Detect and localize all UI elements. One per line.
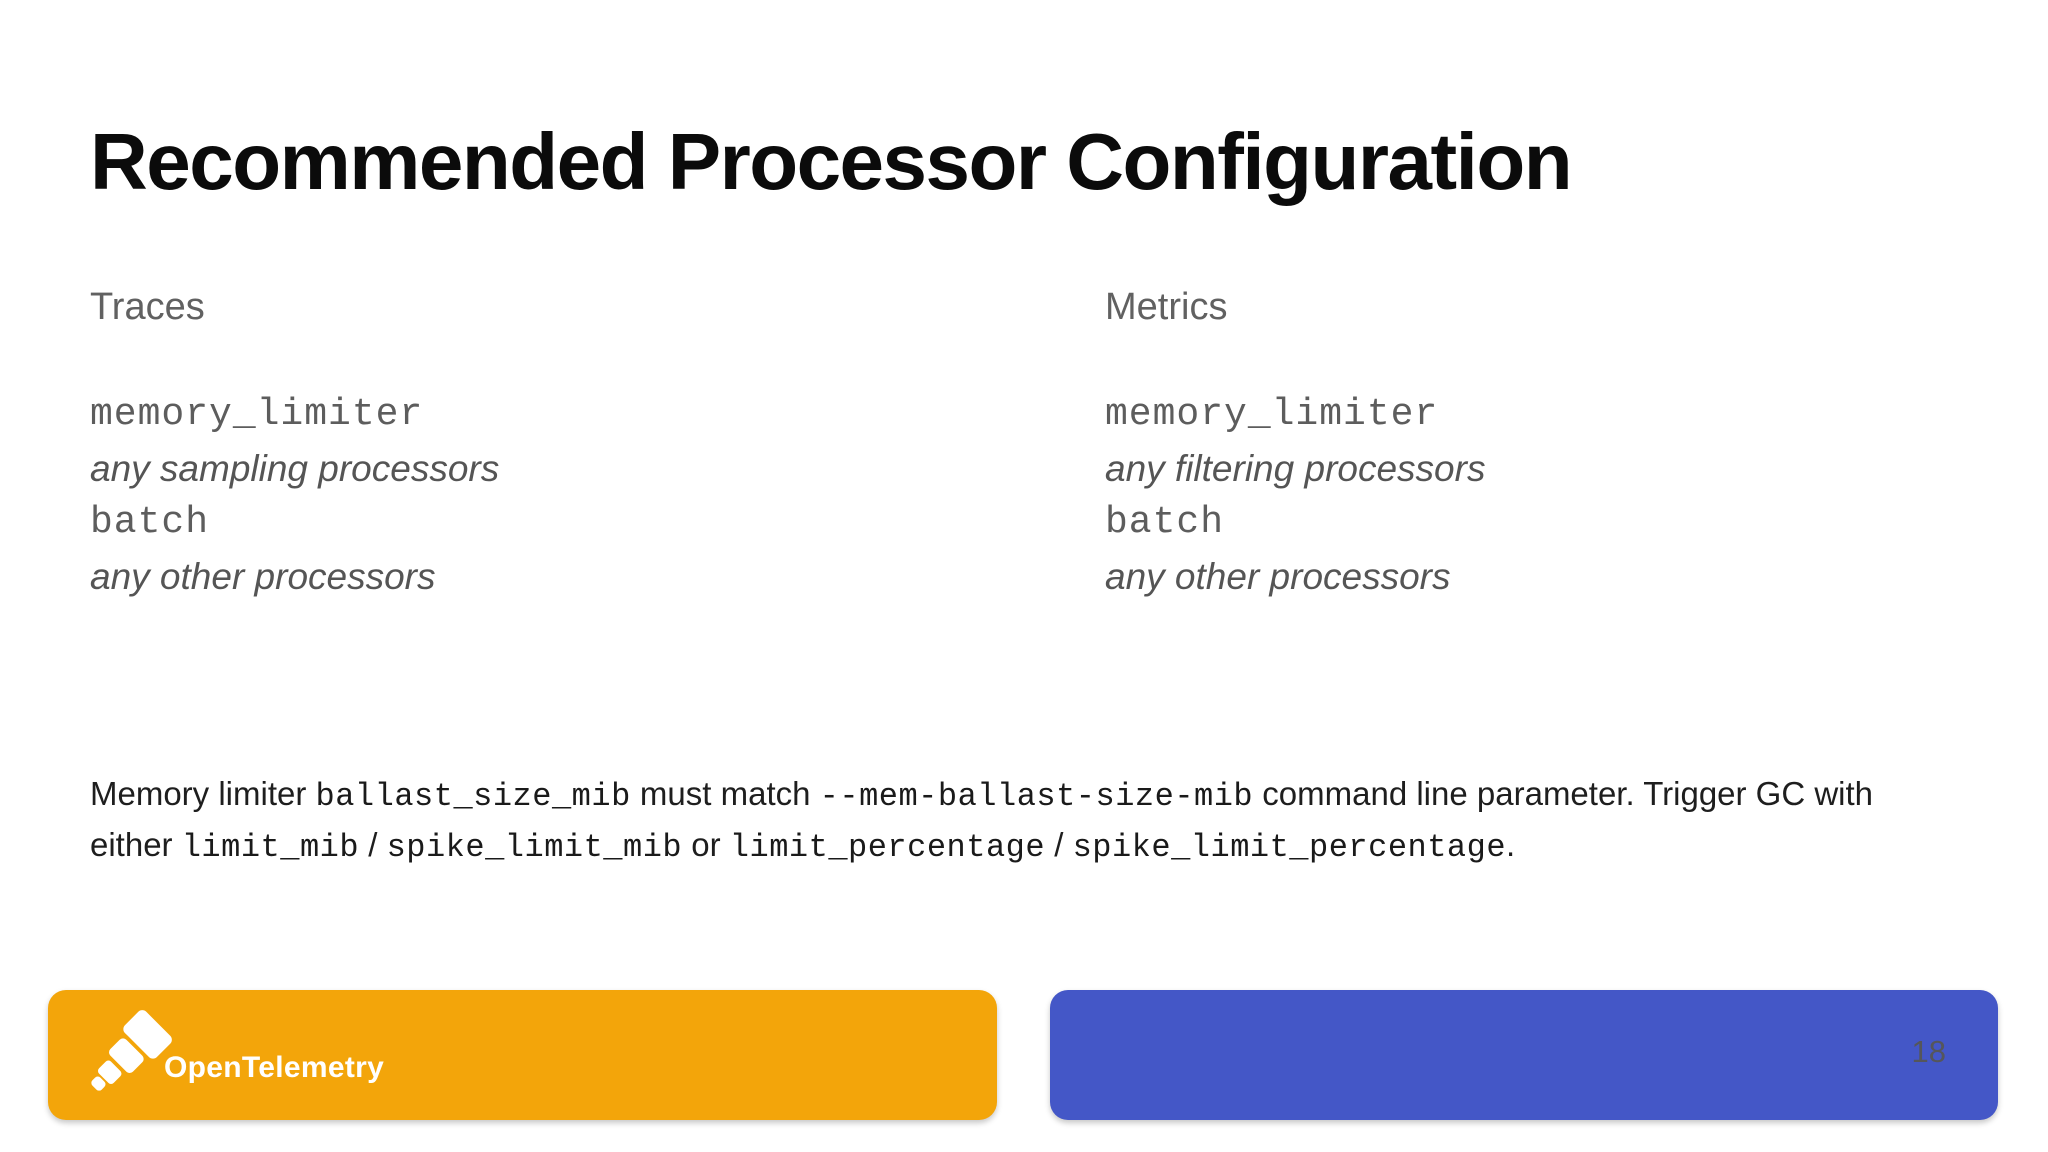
processor-placeholder: any filtering processors — [1105, 448, 1486, 489]
opentelemetry-logo: OpenTelemetry — [48, 1008, 384, 1102]
inline-text: / — [359, 826, 387, 863]
inline-text: . — [1506, 826, 1516, 863]
inline-text: or — [682, 826, 730, 863]
processor-name: batch — [90, 501, 210, 544]
body-paragraph: Memory limiter ballast_size_mib must mat… — [90, 770, 1890, 872]
inline-code: spike_limit_percentage — [1072, 829, 1507, 866]
inline-text: / — [1045, 826, 1073, 863]
processor-name: batch — [1105, 501, 1225, 544]
processor-placeholder: any other processors — [90, 556, 436, 597]
inline-text: command line parameter. Trigger GC with … — [90, 775, 1874, 863]
inline-code: spike_limit_mib — [386, 829, 683, 866]
telescope-icon — [91, 1010, 172, 1091]
metrics-column-heading: Metrics — [1105, 286, 1228, 328]
inline-text: Memory limiter — [90, 775, 316, 812]
brand-bar: OpenTelemetry — [48, 990, 997, 1120]
inline-code: limit_mib — [181, 829, 360, 866]
processor-placeholder: any other processors — [1105, 556, 1451, 597]
processor-name: memory_limiter — [90, 393, 424, 436]
brand-name: OpenTelemetry — [164, 1051, 385, 1084]
page-title: Recommended Processor Configuration — [90, 117, 1573, 206]
inline-text: must match — [630, 775, 820, 812]
traces-column-heading: Traces — [90, 286, 205, 328]
inline-code: --mem-ballast-size-mib — [819, 778, 1254, 815]
processor-placeholder: any sampling processors — [90, 448, 500, 489]
inline-code: ballast_size_mib — [315, 778, 631, 815]
processor-name: memory_limiter — [1105, 393, 1439, 436]
accent-bar: 18 — [1050, 990, 1998, 1120]
page-number: 18 — [1911, 1034, 1946, 1070]
inline-code: limit_percentage — [729, 829, 1046, 866]
